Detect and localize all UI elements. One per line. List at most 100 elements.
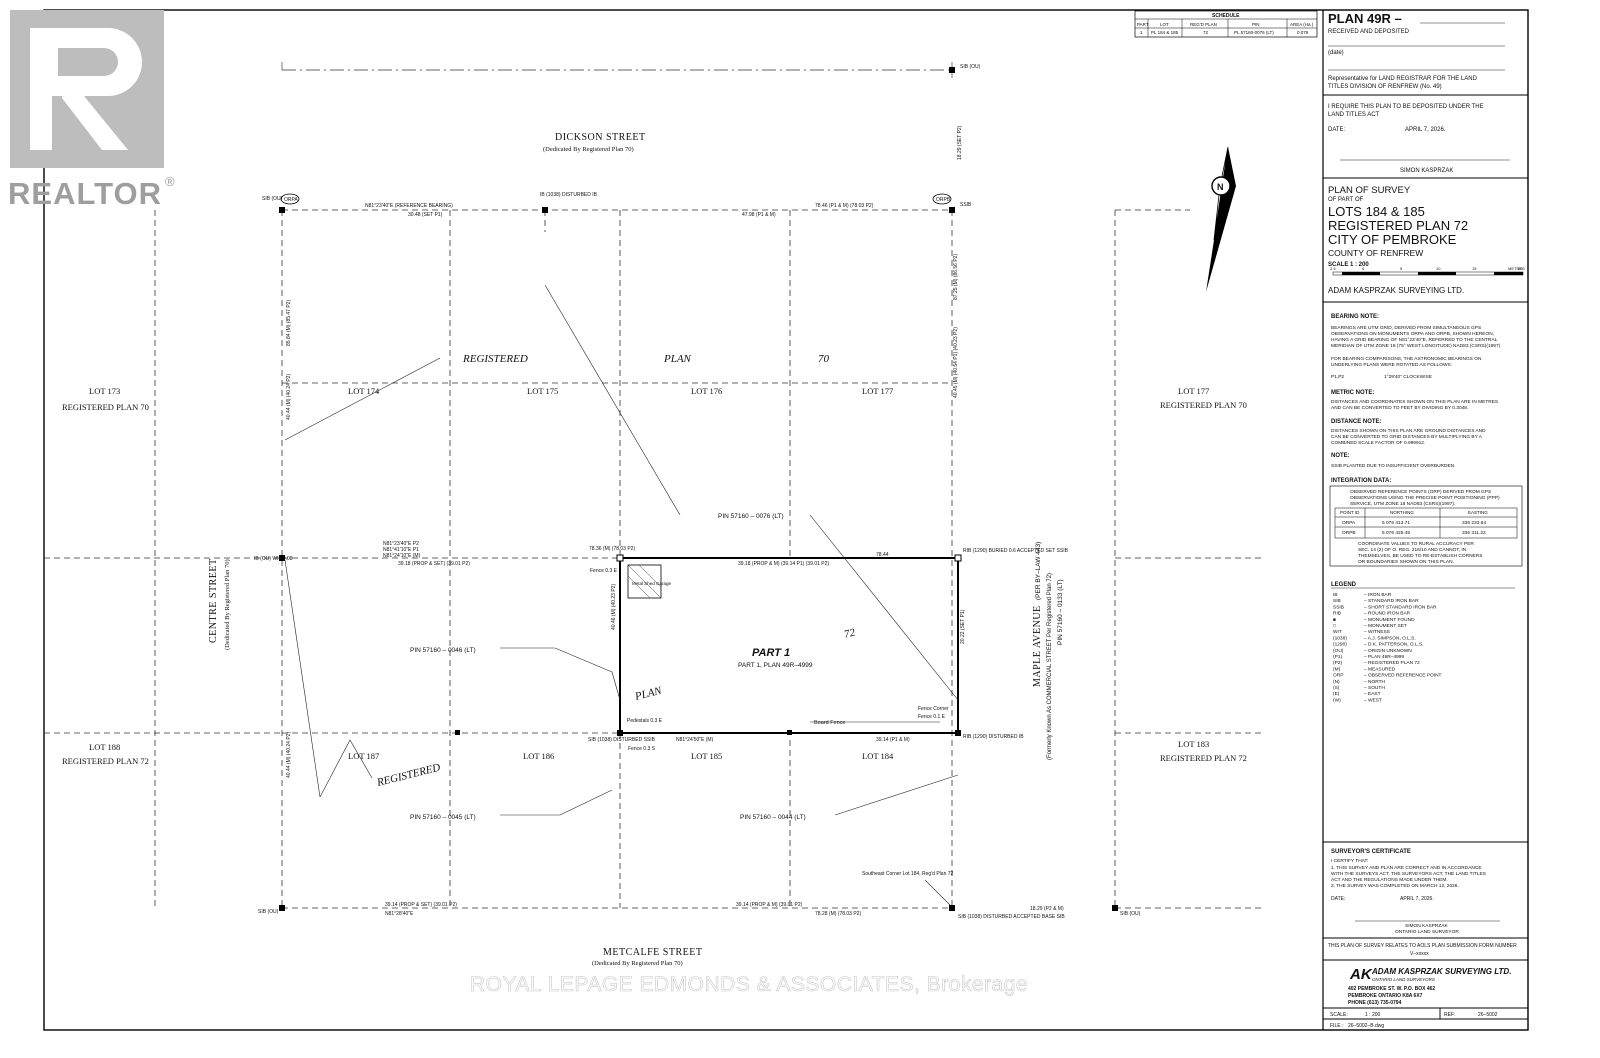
integration-h-northing: NORTHING bbox=[1390, 510, 1414, 515]
ib-1038-tag: IB (1038) DISTURBED IB bbox=[540, 192, 598, 198]
integration-title: INTEGRATION DATA: bbox=[1331, 478, 1391, 484]
legend-meaning: – MONUMENT SET bbox=[1364, 623, 1407, 629]
legend-meaning: – PLAN 49R–4999 bbox=[1364, 654, 1404, 660]
sib-ou-sw: SIB (OU) bbox=[258, 909, 279, 915]
dim-39-18-top: 39.18 (PROP & SET) (39.01 P2) bbox=[398, 561, 470, 567]
legend-symbol: (P1) bbox=[1333, 654, 1342, 660]
dim-vert-west-85-84: 85.84 (M) (85.47 P2) bbox=[286, 300, 292, 346]
scale-bar bbox=[1332, 271, 1524, 276]
legend-symbol: □ bbox=[1333, 624, 1336, 629]
legend-symbol: (1290) bbox=[1333, 642, 1347, 648]
dickson-street-sub: (Dedicated By Registered Plan 70) bbox=[543, 146, 634, 153]
scale-tick-2: 5 bbox=[1400, 266, 1403, 271]
bearing-part-south: N81°24'50"E (M) bbox=[676, 737, 714, 743]
legend-symbol: (N) bbox=[1333, 679, 1340, 685]
legend-symbol: IB bbox=[1333, 592, 1338, 598]
legend-meaning: – MONUMENT FOUND bbox=[1364, 617, 1415, 623]
dim-vert-east-upper: 40.45 (M) (40.54 P1) (40.23 P2) bbox=[953, 327, 959, 398]
require-deposit-line2: LAND TITLES ACT bbox=[1328, 112, 1380, 118]
firm-address2: PEMBROKE ONTARIO K8A 6X7 bbox=[1348, 993, 1423, 999]
sib-1038-tag: SIB (1038) DISTURBED SSIB bbox=[588, 737, 656, 743]
orpa-label: ORPA bbox=[284, 197, 298, 203]
metcalfe-street-label: METCALFE STREET bbox=[603, 947, 702, 958]
firm-address1: 402 PEMBROKE ST. W. P.O. BOX 462 bbox=[1348, 986, 1435, 992]
survey-monuments bbox=[279, 67, 1118, 911]
part-1-subtitle: PART 1, PLAN 49R–4999 bbox=[738, 662, 813, 669]
sheet-border bbox=[43, 9, 1529, 1031]
lot-188-plan: REGISTERED PLAN 72 bbox=[62, 756, 149, 766]
scale-bar-units: METRES bbox=[1508, 266, 1525, 271]
pin-0045: PIN 57160 – 0045 (LT) bbox=[410, 814, 476, 821]
legend-meaning: – EAST bbox=[1364, 691, 1381, 697]
legend-meaning: – SOUTH bbox=[1364, 685, 1385, 691]
firm-phone: PHONE (613) 735-0794 bbox=[1348, 1000, 1402, 1006]
legend-title: LEGEND bbox=[1331, 582, 1357, 588]
legend-meaning: – WEST bbox=[1364, 697, 1382, 703]
rotation-key: P1,P2 bbox=[1331, 374, 1344, 380]
metal-shed-garage bbox=[627, 564, 662, 599]
sib-ou-se: SIB (OU) bbox=[1120, 911, 1141, 917]
certificate-date-value: APRIL 7, 2026. bbox=[1400, 896, 1434, 902]
require-date-value: APRIL 7, 2026. bbox=[1405, 127, 1446, 133]
scale-tick-5: 20 bbox=[1518, 266, 1523, 271]
maple-avenue-note: (PER BY–LAW 443) bbox=[1035, 542, 1042, 600]
realtor-registered-mark: ® bbox=[165, 174, 175, 189]
pin-0076: PIN 57160 – 0076 (LT) bbox=[718, 513, 784, 520]
submission-line: THIS PLAN OF SURVEY RELATES TO AOLS PLAN… bbox=[1328, 943, 1517, 949]
require-deposit-line1: I REQUIRE THIS PLAN TO BE DEPOSITED UNDE… bbox=[1328, 104, 1484, 110]
survey-title-lots: LOTS 184 & 185 bbox=[1328, 204, 1425, 219]
certificate-signer-title: ONTARIO LAND SURVEYOR bbox=[1395, 929, 1459, 935]
bearing-note-title: BEARING NOTE: bbox=[1331, 314, 1379, 320]
lot-174-label: LOT 174 bbox=[348, 386, 380, 396]
distance-note-line3: COMBINED SCALE FACTOR OF 0.999912. bbox=[1331, 440, 1425, 446]
integration-h-point: POINT ID bbox=[1340, 510, 1360, 515]
lot-184-label: LOT 184 bbox=[862, 751, 894, 761]
sib-ou-ne-top: SIB (OU) bbox=[960, 64, 981, 70]
realtor-logo bbox=[10, 10, 164, 168]
legend-symbol: (M) bbox=[1333, 666, 1341, 672]
dim-78-44: 78.44 bbox=[876, 552, 889, 558]
integration-r2-easting: 336 311.22 bbox=[1462, 530, 1486, 536]
title-column-dividers bbox=[1323, 94, 1528, 1020]
integration-r1-easting: 336 233.64 bbox=[1462, 520, 1486, 526]
distance-note-line1: DISTANCES SHOWN ON THIS PLAN ARE GROUND … bbox=[1331, 428, 1486, 434]
schedule-cell-lot: PL 184 & 185 bbox=[1151, 30, 1179, 35]
schedule-h-pin: PIN bbox=[1252, 22, 1260, 27]
north-arrow: N bbox=[1206, 146, 1236, 292]
dim-vert-west-lower: 40.44 (M) (40.24 P2) bbox=[286, 732, 292, 778]
garage-label: Metal Shed Garage bbox=[632, 581, 672, 586]
legend-symbol: WIT bbox=[1333, 629, 1342, 635]
notes-block: BEARING NOTE: BEARINGS ARE UTM GRID, DER… bbox=[1329, 314, 1523, 567]
integration-line2: OBSERVATIONS USING THE PRECISE POINT POS… bbox=[1350, 495, 1500, 501]
firm-ref-value: 26–5002 bbox=[1478, 1012, 1498, 1018]
scale-tick-3: 10 bbox=[1436, 266, 1441, 271]
survey-scale-label: SCALE 1 : 200 bbox=[1328, 262, 1369, 268]
fence-corner-label: Fence Corner bbox=[918, 706, 949, 712]
firm-block-name: ADAM KASPRZAK SURVEYING LTD. bbox=[1371, 967, 1511, 976]
legend-symbol: SSIB bbox=[1333, 604, 1344, 610]
lot-173-label: LOT 173 bbox=[89, 386, 120, 396]
integration-acc-line2: SEC. 14 (2) OF O. REG. 216/10 AND CANNOT… bbox=[1358, 547, 1467, 553]
survey-title-city: CITY OF PEMBROKE bbox=[1328, 232, 1457, 247]
registered-plan-70-word: REGISTERED bbox=[462, 353, 528, 365]
require-signer: SIMON KASPRZAK bbox=[1400, 168, 1453, 174]
dim-78-28: 78.28 (M) (78.03 P2) bbox=[815, 911, 861, 917]
registered-plan-72-word: REGISTERED bbox=[375, 762, 442, 790]
realtor-wordmark: REALTOR bbox=[8, 176, 162, 211]
certificate-line4: ACT AND THE REGULATIONS MADE UNDER THEM. bbox=[1331, 877, 1448, 883]
integration-acc-line4: OR BOUNDARIES SHOWN ON THIS PLAN. bbox=[1358, 559, 1454, 565]
deposit-date-label: (date) bbox=[1328, 50, 1344, 56]
schedule-h-area: AREA (Ha.) bbox=[1290, 22, 1314, 27]
land-registrar-line1: Representative for LAND REGISTRAR FOR TH… bbox=[1328, 76, 1478, 82]
plan-72-word: PLAN bbox=[633, 685, 664, 704]
lot-173-plan: REGISTERED PLAN 70 bbox=[62, 402, 149, 412]
survey-title-county: COUNTY OF RENFREW bbox=[1328, 248, 1423, 258]
sib-1038b-tag: SIB (1038) DISTURBED ACCEPTED BASE SIB bbox=[958, 914, 1065, 920]
legend-meaning: – IRON BAR bbox=[1364, 592, 1392, 598]
legend-symbol: SIB bbox=[1333, 598, 1341, 604]
rib-1290-tag: RIB (1290) BURIED 0.6 ACCEPTED SET SSIB bbox=[963, 548, 1069, 554]
integration-acc-line3: THEMSELVES, BE USED TO RE-ESTABLISH CORN… bbox=[1358, 553, 1482, 559]
pedestals-label: Pedestals 0.3 E bbox=[627, 718, 663, 724]
